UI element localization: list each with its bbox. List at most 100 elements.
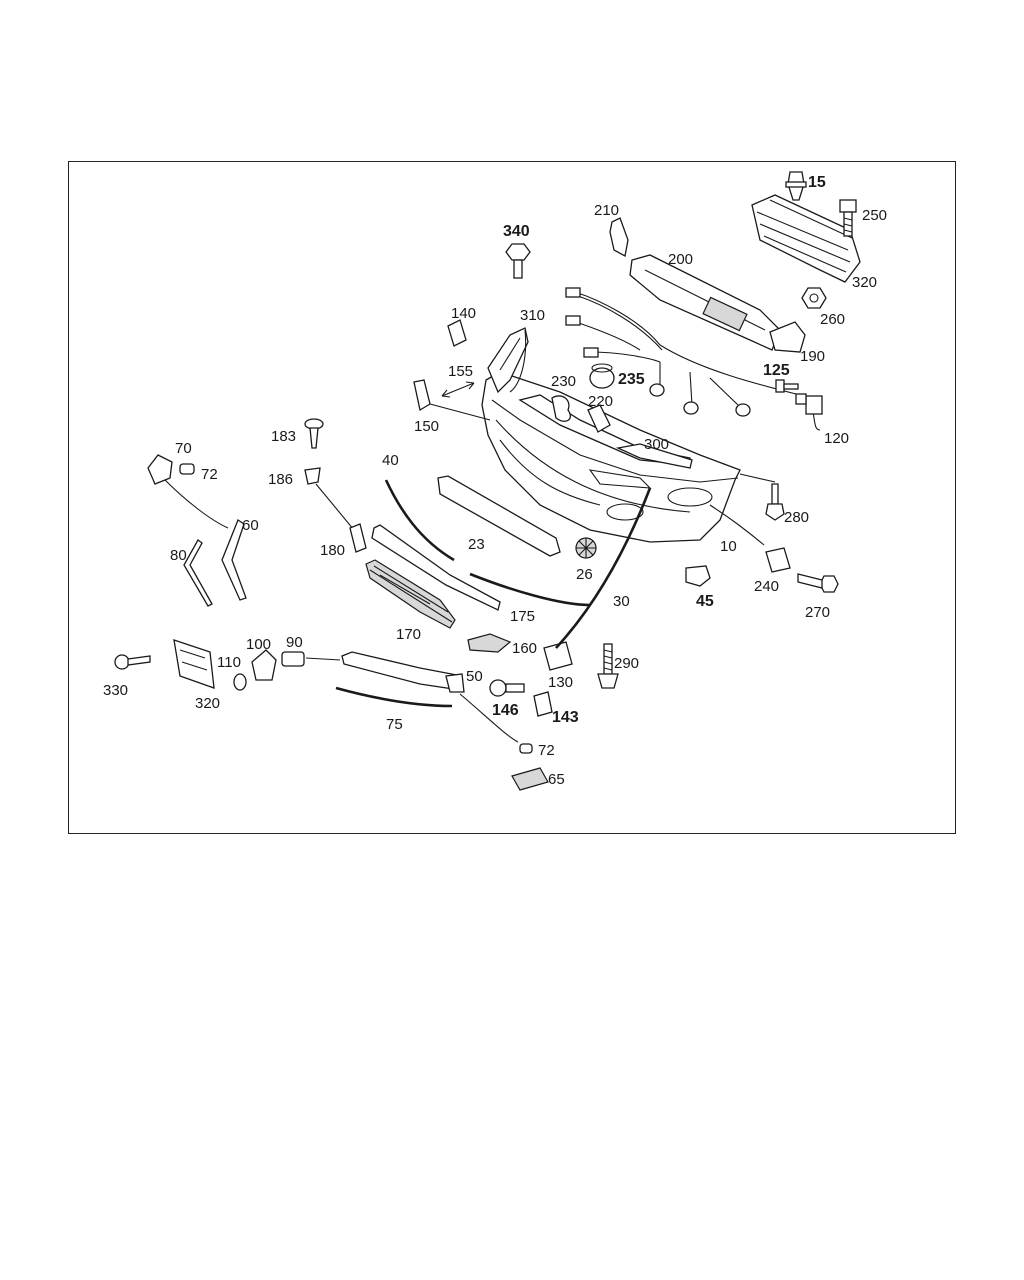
trim-23: [437, 475, 561, 557]
housing-100: [251, 649, 277, 681]
screw-183: [304, 418, 324, 449]
label-60: 60: [242, 517, 259, 534]
label-175: 175: [510, 608, 535, 625]
arrow-90-50: [305, 657, 341, 661]
arrow-70-60: [164, 479, 229, 529]
label-26: 26: [576, 566, 593, 583]
label-70: 70: [175, 440, 192, 457]
label-190: 190: [800, 348, 825, 365]
label-40: 40: [382, 452, 399, 469]
bolt-340: [505, 243, 531, 279]
label-320b: 320: [195, 695, 220, 712]
label-150: 150: [414, 418, 439, 435]
bushing-235: [589, 363, 615, 389]
label-15: 15: [808, 174, 826, 191]
absorber-200: [629, 254, 781, 351]
trim-175: [371, 524, 501, 611]
wiring-harness: [565, 287, 821, 431]
label-65: 65: [548, 771, 565, 788]
label-45: 45: [696, 593, 714, 610]
screw-125: [775, 379, 799, 393]
bracket-220: [551, 395, 611, 433]
label-160: 160: [512, 640, 537, 657]
label-300: 300: [644, 436, 669, 453]
label-290: 290: [614, 655, 639, 672]
label-310: 310: [520, 307, 545, 324]
bolt-270: [797, 573, 839, 593]
lamp-65: [511, 767, 549, 791]
label-10: 10: [720, 538, 737, 555]
diagram-frame: [68, 161, 956, 834]
strip-40: [384, 479, 455, 562]
bulb-72a: [179, 463, 195, 475]
arrow-to-bumper: [709, 504, 765, 546]
clip-143: [533, 691, 553, 717]
strip-75: [335, 686, 453, 708]
label-90: 90: [286, 634, 303, 651]
label-30: 30: [613, 593, 630, 610]
cable-to-130: [555, 487, 652, 649]
screw-280: [739, 473, 785, 521]
label-72a: 72: [201, 466, 218, 483]
bolt-250: [839, 199, 857, 237]
label-340: 340: [503, 223, 530, 240]
label-330: 330: [103, 682, 128, 699]
label-170: 170: [396, 626, 421, 643]
label-50: 50: [466, 668, 483, 685]
mesh-grille-170: [365, 559, 456, 629]
plate-320: [173, 639, 215, 689]
label-210: 210: [594, 202, 619, 219]
lamp-70: [147, 454, 173, 485]
arrow-50-65: [459, 693, 519, 743]
label-240: 240: [754, 578, 779, 595]
strip-80: [183, 539, 213, 607]
label-130: 130: [548, 674, 573, 691]
grille-carrier: [751, 194, 861, 283]
label-140: 140: [451, 305, 476, 322]
clip-186: [304, 467, 355, 531]
trim-50: [341, 651, 465, 693]
label-155: 155: [448, 363, 473, 380]
bracket-210: [609, 217, 629, 257]
bracket-240: [765, 547, 791, 573]
cap-140: [447, 319, 467, 347]
sensor-90: [281, 651, 305, 667]
label-250: 250: [862, 207, 887, 224]
label-180: 180: [320, 542, 345, 559]
label-75: 75: [386, 716, 403, 733]
part-labels: 15 250 320 260 210 200 190 340 310 140 1…: [103, 174, 887, 788]
cap-150: [413, 379, 491, 421]
label-120: 120: [824, 430, 849, 447]
label-23: 23: [468, 536, 485, 553]
emblem-26: [575, 537, 597, 559]
bulb-72b: [519, 743, 533, 754]
label-110: 110: [217, 654, 241, 671]
label-125: 125: [763, 362, 790, 379]
label-260: 260: [820, 311, 845, 328]
label-220: 220: [588, 393, 613, 410]
bolt-330: [114, 654, 151, 670]
label-80: 80: [170, 547, 187, 564]
label-280: 280: [784, 509, 809, 526]
bracket-310: [487, 327, 529, 394]
label-270: 270: [805, 604, 830, 621]
label-186: 186: [268, 471, 293, 488]
label-100: 100: [246, 636, 271, 653]
bracket-180: [349, 523, 367, 553]
label-320a: 320: [852, 274, 877, 291]
bracket-190: [769, 321, 806, 353]
strip-30: [469, 572, 591, 607]
label-200: 200: [668, 251, 693, 268]
label-143: 143: [552, 709, 579, 726]
sensor-120: [795, 393, 823, 415]
label-230: 230: [551, 373, 576, 390]
strip-60: [221, 519, 247, 601]
label-235: 235: [618, 371, 645, 388]
nut-260: [801, 287, 827, 309]
grille-160: [467, 633, 512, 653]
bolt-290: [597, 643, 619, 689]
ring-110: [233, 673, 247, 691]
label-72b: 72: [538, 742, 555, 759]
trim-300: [615, 443, 693, 469]
